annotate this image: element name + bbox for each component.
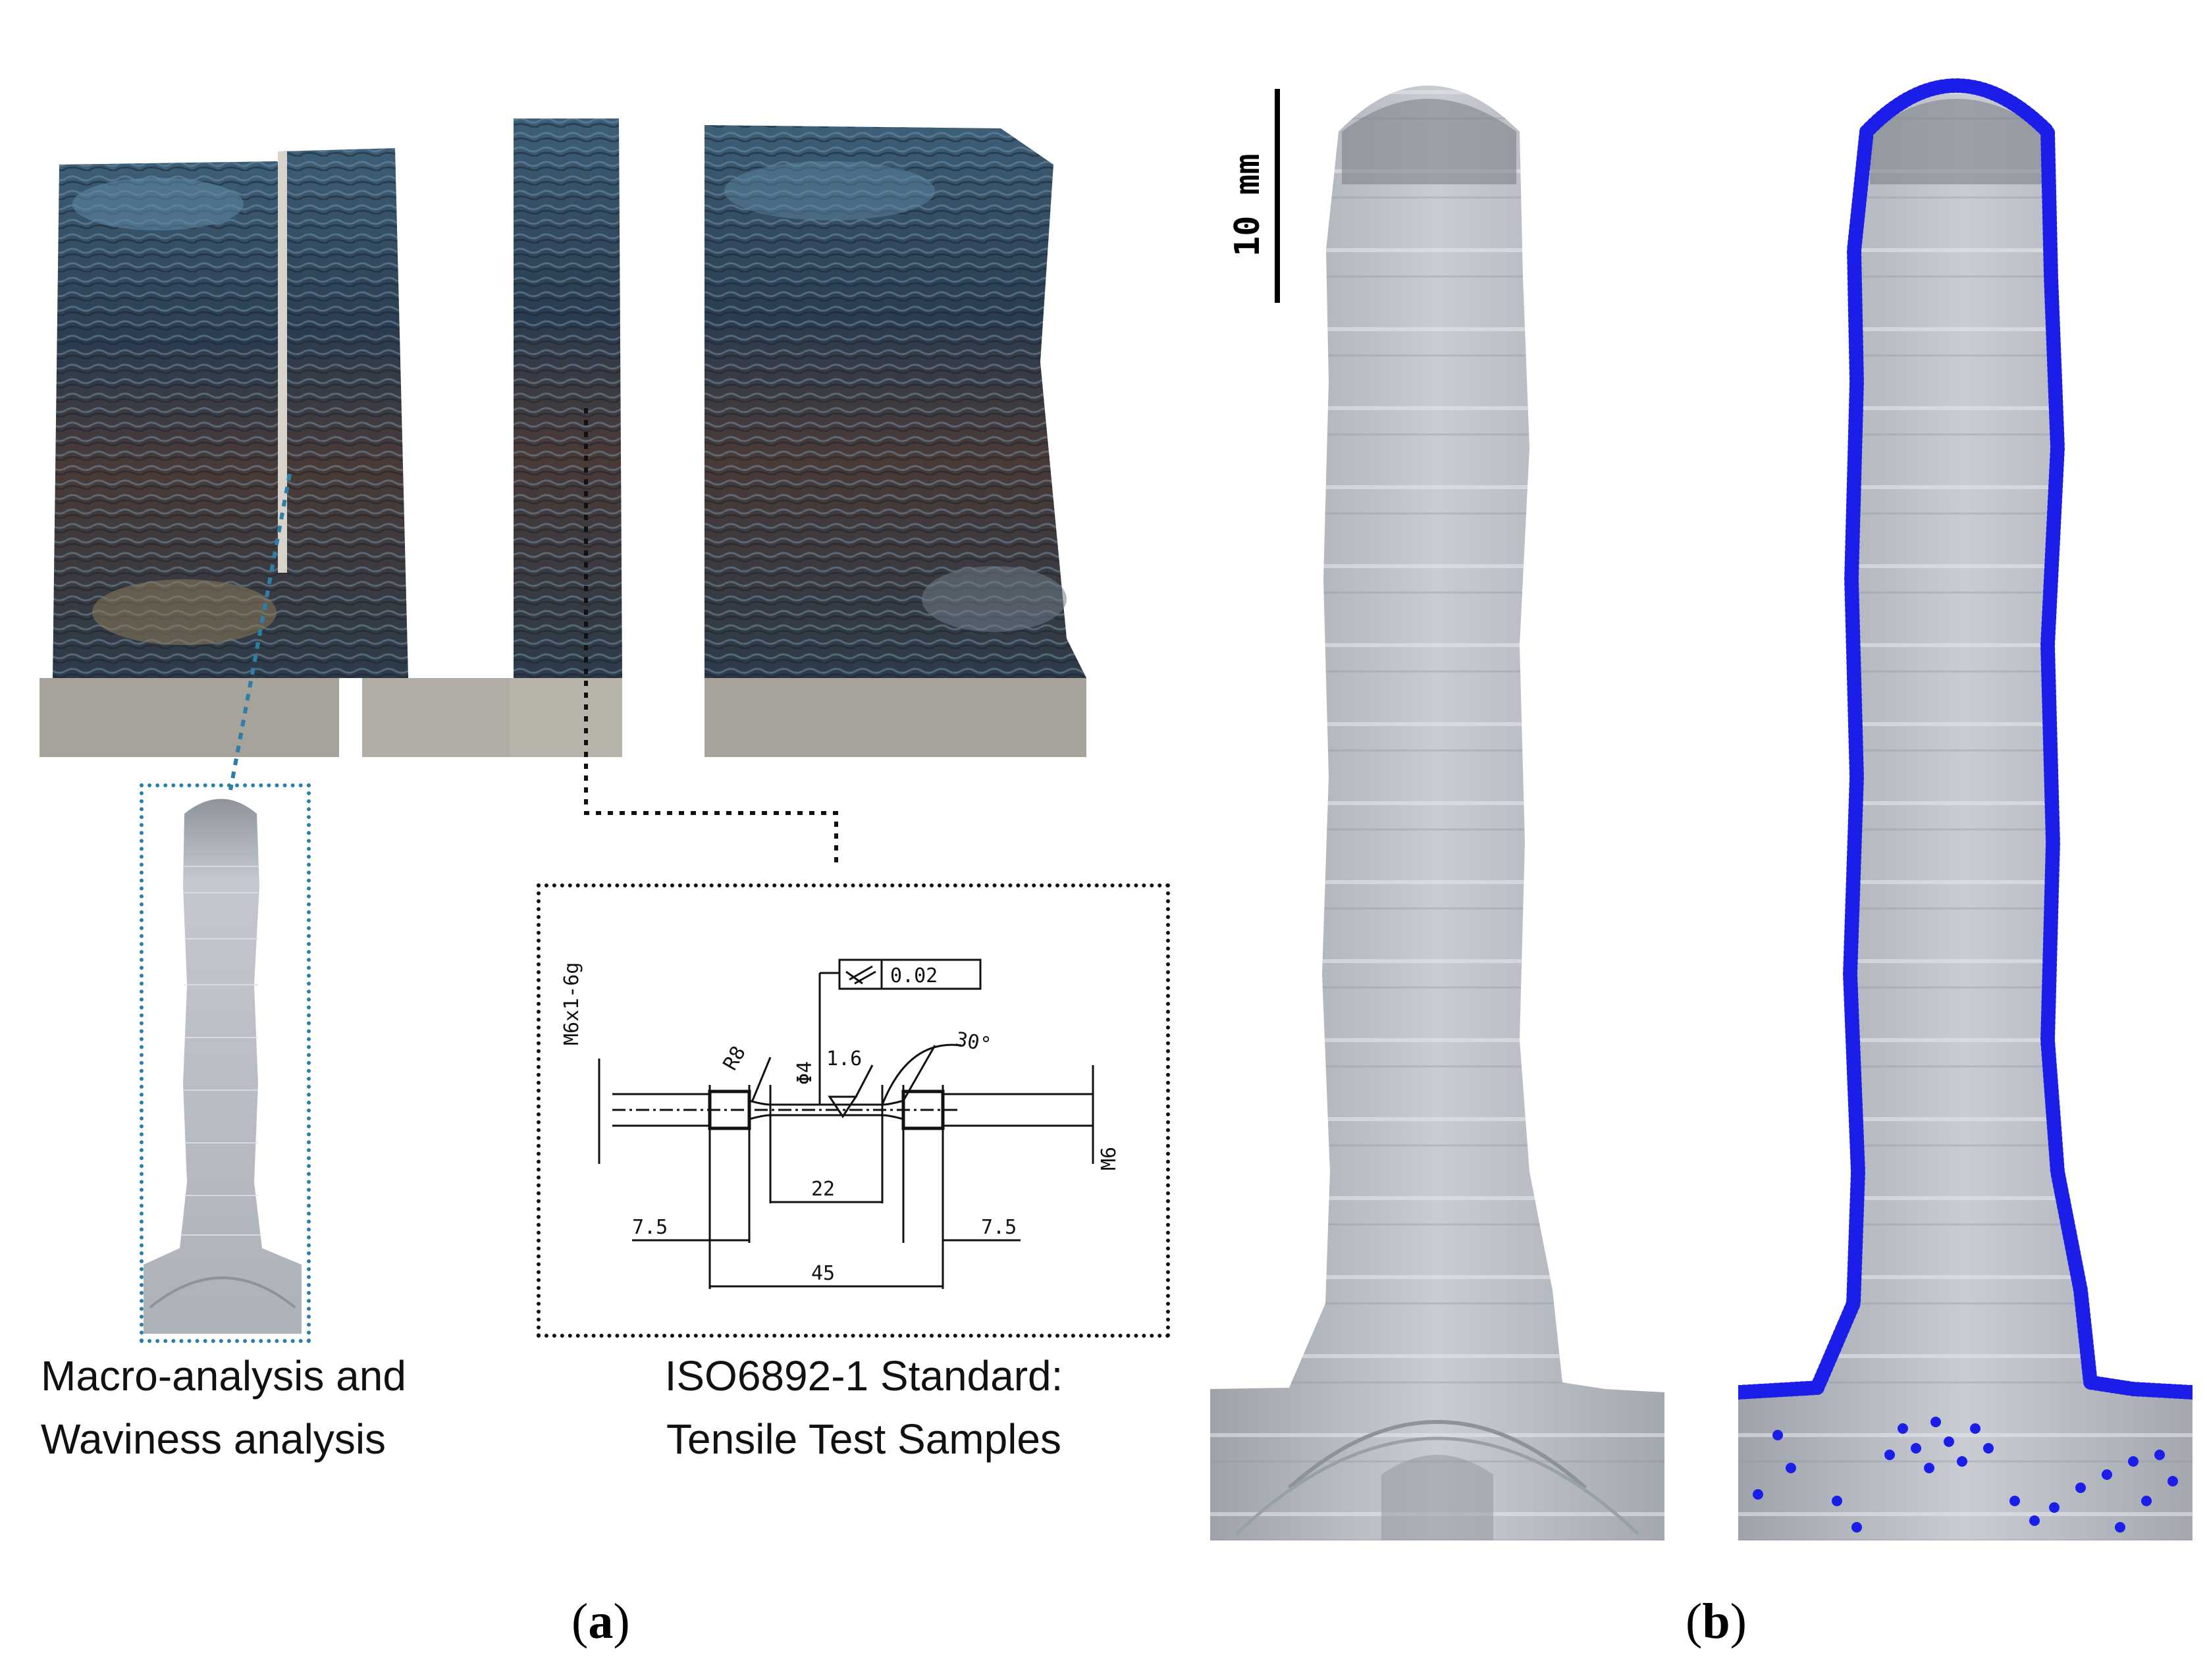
dim-angle: 30°	[954, 1028, 993, 1057]
base-plate	[705, 678, 1086, 757]
caption-tensile-line2: Tensile Test Samples	[666, 1415, 1061, 1463]
caption-macro-line1: Macro-analysis and	[41, 1352, 406, 1400]
dim-gauge-length: 22	[811, 1178, 835, 1201]
dim-grip-left: 7.5	[632, 1216, 668, 1239]
link-line-black	[584, 408, 838, 869]
drawing-box	[537, 883, 1170, 1338]
cross-section-plain	[1210, 86, 1664, 1540]
dim-tolerance: 0.02	[890, 964, 938, 987]
caption-macro-line2: Waviness analysis	[41, 1415, 386, 1463]
dim-total-length: 45	[811, 1262, 835, 1285]
macro-section-small	[144, 799, 302, 1334]
base-plate	[510, 678, 622, 757]
dim-grip-right: 7.5	[981, 1216, 1017, 1239]
caption-macro: Macro-analysis and Waviness analysis	[41, 1344, 406, 1471]
cross-section-outlined	[1738, 78, 2193, 1540]
wall-photo	[40, 118, 1086, 757]
dim-radius: R8	[719, 1042, 751, 1074]
base-plate	[40, 678, 339, 757]
tensile-drawing: M6x1-6g 0.02 R8 Φ4 1.6 30° 22 7.5 7.5 45…	[560, 958, 1121, 1289]
scale-bar: 10 mm	[1228, 89, 1280, 303]
link-line-blue	[228, 474, 292, 791]
scale-bar-label: 10 mm	[1228, 153, 1267, 257]
detected-outline	[1738, 78, 2193, 1400]
panel-label-a: (a)	[572, 1594, 630, 1649]
dim-end-thread: M6	[1098, 1147, 1121, 1170]
detected-points	[1753, 1417, 2178, 1533]
dim-thread: M6x1-6g	[560, 962, 583, 1045]
dim-diameter: Φ4	[793, 1061, 816, 1085]
panel-label-b: (b)	[1686, 1594, 1747, 1649]
caption-tensile: ISO6892-1 Standard: Tensile Test Samples	[633, 1344, 1094, 1471]
dim-roughness: 1.6	[826, 1047, 862, 1070]
macro-section-box	[140, 783, 311, 1343]
base-plate	[362, 678, 527, 757]
caption-tensile-line1: ISO6892-1 Standard:	[664, 1352, 1063, 1400]
